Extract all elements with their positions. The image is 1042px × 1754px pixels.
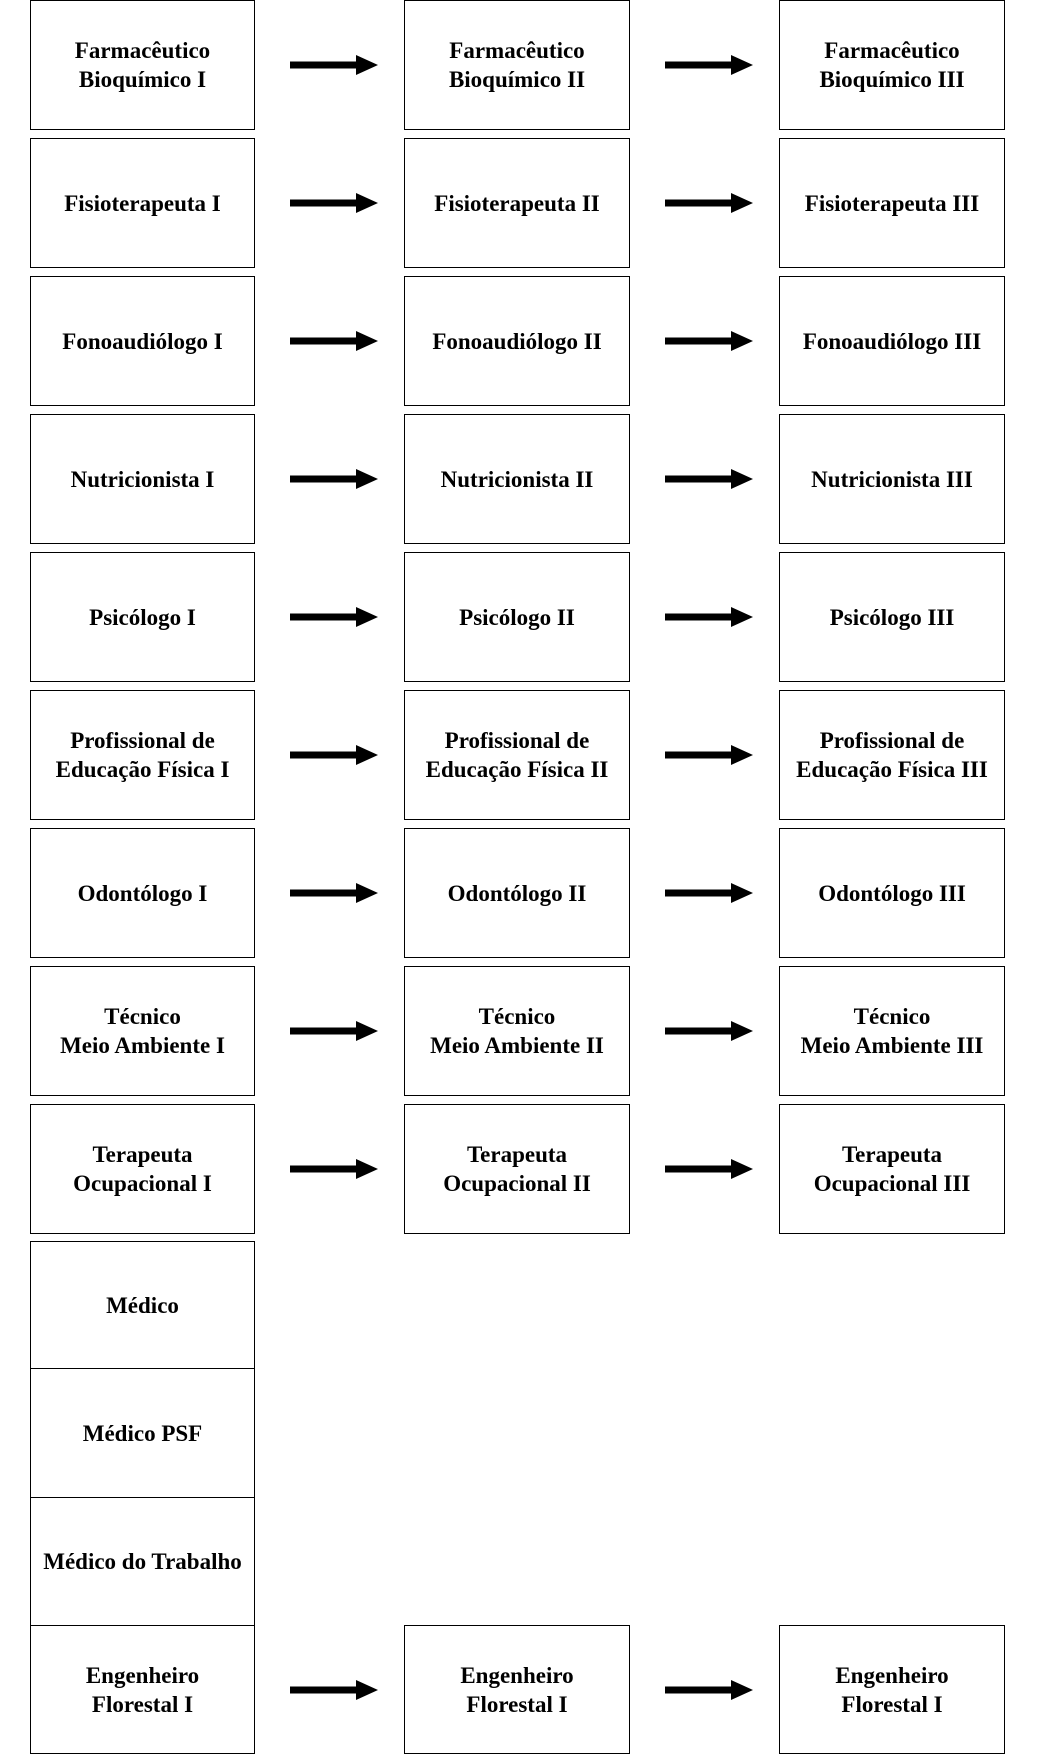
job-title: Terapeuta Ocupacional I: [73, 1142, 212, 1196]
job-title: Engenheiro Florestal I: [835, 1662, 949, 1717]
progression-arrow-icon: [290, 1021, 378, 1041]
job-title: Psicólogo I: [89, 604, 196, 630]
job-box: Odontólogo III: [779, 828, 1005, 958]
job-box: Psicólogo II: [404, 552, 630, 682]
progression-arrow-icon: [665, 883, 753, 903]
job-title: Nutricionista II: [440, 466, 594, 492]
job-box: Técnico Meio Ambiente II: [404, 966, 630, 1096]
job-box: Médico: [30, 1241, 255, 1369]
job-title: Profissional de Educação Física II: [425, 728, 609, 782]
progression-arrow-icon: [665, 331, 753, 351]
job-box: Terapeuta Ocupacional II: [404, 1104, 630, 1234]
job-box: Odontólogo II: [404, 828, 630, 958]
progression-arrow-icon: [665, 745, 753, 765]
job-box: Fonoaudiólogo I: [30, 276, 255, 406]
progression-arrow-icon: [290, 55, 378, 75]
job-title: Odontólogo III: [818, 880, 966, 906]
progression-arrow-icon: [290, 469, 378, 489]
job-box: Psicólogo I: [30, 552, 255, 682]
job-title: Psicólogo III: [829, 604, 955, 630]
job-box: Engenheiro Florestal I: [30, 1625, 255, 1754]
progression-arrow-icon: [290, 745, 378, 765]
job-title: Fonoaudiólogo III: [802, 328, 982, 354]
progression-arrow-icon: [665, 1021, 753, 1041]
job-box: Odontólogo I: [30, 828, 255, 958]
job-box: Técnico Meio Ambiente I: [30, 966, 255, 1096]
job-title: Profissional de Educação Física III: [796, 728, 988, 782]
job-box: Fisioterapeuta II: [404, 138, 630, 268]
job-box: Médico PSF: [30, 1368, 255, 1498]
job-box: Nutricionista III: [779, 414, 1005, 544]
job-title: Fonoaudiólogo II: [432, 328, 602, 354]
progression-arrow-icon: [665, 1159, 753, 1179]
job-box: Profissional de Educação Física II: [404, 690, 630, 820]
job-box: Nutricionista I: [30, 414, 255, 544]
progression-arrow-icon: [665, 469, 753, 489]
job-box: Terapeuta Ocupacional I: [30, 1104, 255, 1234]
job-box: Farmacêutico Bioquímico I: [30, 0, 255, 130]
progression-arrow-icon: [290, 1159, 378, 1179]
progression-arrow-icon: [665, 193, 753, 213]
job-title: Médico: [106, 1292, 179, 1318]
job-title: Fonoaudiólogo I: [62, 328, 223, 354]
progression-arrow-icon: [290, 1680, 378, 1700]
job-box: Engenheiro Florestal I: [779, 1625, 1005, 1754]
job-box: Terapeuta Ocupacional III: [779, 1104, 1005, 1234]
job-title: Farmacêutico Bioquímico II: [448, 38, 586, 92]
job-box: Fonoaudiólogo III: [779, 276, 1005, 406]
progression-arrow-icon: [665, 55, 753, 75]
progression-arrow-icon: [290, 883, 378, 903]
progression-arrow-icon: [290, 607, 378, 627]
job-title: Fisioterapeuta I: [64, 190, 221, 216]
job-title: Técnico Meio Ambiente II: [430, 1004, 604, 1058]
job-box: Médico do Trabalho: [30, 1497, 255, 1626]
job-box: Psicólogo III: [779, 552, 1005, 682]
job-title: Técnico Meio Ambiente III: [800, 1004, 984, 1058]
job-title: Engenheiro Florestal I: [85, 1662, 200, 1717]
job-box: Engenheiro Florestal I: [404, 1625, 630, 1754]
progression-arrow-icon: [290, 331, 378, 351]
job-title: Profissional de Educação Física I: [55, 728, 230, 782]
job-title: Engenheiro Florestal I: [460, 1662, 574, 1717]
job-title: Fisioterapeuta III: [804, 190, 980, 216]
job-box: Técnico Meio Ambiente III: [779, 966, 1005, 1096]
job-title: Técnico Meio Ambiente I: [60, 1004, 225, 1058]
job-box: Profissional de Educação Física III: [779, 690, 1005, 820]
job-title: Médico PSF: [82, 1420, 203, 1446]
job-title: Nutricionista III: [811, 466, 973, 492]
job-box: Fonoaudiólogo II: [404, 276, 630, 406]
job-box: Profissional de Educação Física I: [30, 690, 255, 820]
job-box: Fisioterapeuta III: [779, 138, 1005, 268]
job-title: Farmacêutico Bioquímico I: [74, 38, 211, 92]
job-title: Médico do Trabalho: [43, 1549, 242, 1574]
progression-arrow-icon: [665, 607, 753, 627]
job-box: Farmacêutico Bioquímico II: [404, 0, 630, 130]
job-title: Fisioterapeuta II: [434, 190, 600, 216]
job-title: Odontólogo II: [447, 880, 587, 906]
job-title: Terapeuta Ocupacional II: [443, 1142, 591, 1196]
job-box: Nutricionista II: [404, 414, 630, 544]
job-title: Odontólogo I: [77, 880, 208, 906]
job-box: Fisioterapeuta I: [30, 138, 255, 268]
job-title: Terapeuta Ocupacional III: [813, 1142, 971, 1196]
job-box: Farmacêutico Bioquímico III: [779, 0, 1005, 130]
progression-arrow-icon: [290, 193, 378, 213]
job-title: Nutricionista I: [70, 466, 215, 492]
job-title: Farmacêutico Bioquímico III: [819, 38, 965, 92]
progression-arrow-icon: [665, 1680, 753, 1700]
job-title: Psicólogo II: [459, 604, 575, 630]
